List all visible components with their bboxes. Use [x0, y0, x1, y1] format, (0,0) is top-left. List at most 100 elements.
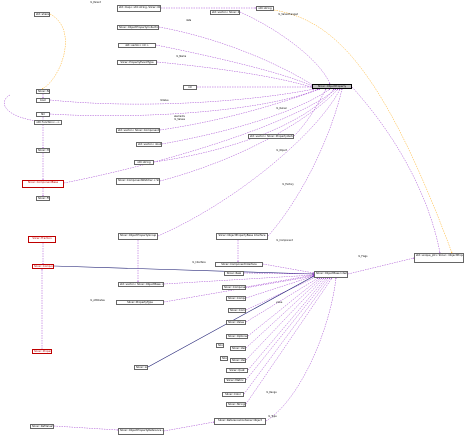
node-prop-group[interactable]: Slicer::ObjectPropertyGroup < Slicer::Pr… — [118, 233, 158, 240]
node-object-array[interactable]: std::vector< int > — [118, 43, 156, 48]
node-collection[interactable]: Slicer::ObjectPropertyCollection — [117, 25, 159, 30]
node-bottom2[interactable]: Slicer::ObjectPropertyReference < ... > — [118, 428, 164, 435]
edge-26 — [247, 277, 327, 371]
edge-22 — [245, 277, 319, 323]
edge-label: m_Component — [276, 239, 293, 242]
edge-25 — [245, 277, 325, 361]
node-left-big[interactable]: Slicer::PropertyRange — [32, 349, 52, 354]
node-comp-watcher[interactable]: Slicer::ComponentWatcher < Slicer::Compo… — [116, 178, 160, 185]
node-nil[interactable]: Nil — [36, 112, 50, 117]
node-string[interactable]: std::string — [256, 6, 274, 11]
node-component-list2[interactable]: Slicer::ComponentList — [228, 308, 246, 313]
node-editor-opts[interactable]: Slicer::Options — [226, 334, 248, 339]
node-float[interactable]: Slicer::Real — [224, 271, 244, 276]
edge-32 — [53, 425, 119, 431]
node-vec-prop[interactable]: std::vector< Slicer::Property > — [210, 10, 240, 15]
node-str-base[interactable]: Slicer::StringBase — [226, 402, 246, 407]
edge-24 — [245, 277, 323, 349]
edge-21 — [245, 276, 317, 311]
edge-label: mValue — [160, 99, 169, 102]
edge-label: m_Range — [266, 391, 277, 394]
node-left-low[interactable]: Slicer::Handle — [36, 148, 50, 153]
edge-label: m_Owner — [276, 107, 287, 110]
edge-label: m_Attributes — [90, 299, 105, 302]
edge-1 — [273, 9, 453, 254]
edge-label: elements m_Values — [174, 115, 185, 121]
edge-29 — [245, 277, 333, 405]
node-left-btm[interactable]: Slicer::Flags — [36, 196, 50, 201]
edge-16 — [53, 265, 315, 275]
edge-7 — [49, 88, 319, 116]
edge-30 — [265, 277, 337, 422]
edge-2 — [158, 26, 315, 87]
node-array-vec[interactable]: std::vector< double > — [136, 142, 162, 147]
node-interface[interactable]: Slicer::ComponentInterface — [215, 262, 263, 267]
edge-group — [4, 7, 453, 432]
edge-19 — [245, 274, 315, 288]
edge-40 — [41, 13, 66, 90]
node-bool[interactable]: bool — [36, 98, 50, 103]
node-fraction[interactable]: Slicer::Fraction — [28, 236, 56, 243]
edge-label: m_Flags — [358, 255, 368, 258]
node-enum-base[interactable]: Slicer::EnumBase — [220, 356, 228, 361]
edge-12 — [63, 88, 337, 184]
edge-label: m_Type — [268, 415, 277, 418]
node-main[interactable]: Slicer::ObjectBase Interface — [314, 271, 348, 278]
edge-8 — [159, 88, 321, 131]
node-quat[interactable]: Slicer::Quat — [226, 368, 248, 373]
edge-38 — [351, 86, 441, 254]
node-comp-base[interactable]: Slicer::ComponentBase — [22, 180, 64, 188]
node-component-attr[interactable]: Slicer::ComponentAttribute — [226, 296, 246, 301]
edge-label: m_ValueChanged — [278, 13, 298, 16]
edge-18 — [243, 272, 315, 275]
node-bottom3[interactable]: Slicer::ReferenceContainer Object — [214, 418, 266, 425]
node-matrix[interactable]: Slicer::Matrix — [224, 378, 246, 383]
node-vec2[interactable]: Slicer::Vec2 — [230, 358, 246, 363]
edge-13 — [159, 88, 339, 182]
edge-39 — [239, 11, 331, 85]
edge-6 — [49, 88, 315, 105]
node-color[interactable]: Slicer::Color — [222, 392, 244, 397]
node-str-vec[interactable]: std::string — [134, 160, 154, 165]
edge-17 — [262, 263, 315, 274]
node-shared[interactable]: std::shared_ptr< ... > — [34, 12, 50, 17]
node-slicer-property[interactable]: Slicer::PropertyEventType — [117, 60, 157, 65]
node-root[interactable]: Slicer::ObjectProperty — [312, 84, 352, 89]
node-obj-vec[interactable]: std::vector< Slicer::ObjectBase > — [118, 282, 164, 287]
edge-label: m_Name — [176, 55, 187, 58]
node-right[interactable]: std::unique_ptr< Slicer:: ObjectProperty… — [414, 253, 464, 263]
node-component[interactable]: Slicer::Component — [32, 264, 54, 269]
edge-15 — [267, 88, 343, 237]
edge-label: m_Parent — [90, 1, 101, 4]
node-ref-base[interactable]: Slicer::Reference — [216, 343, 224, 348]
edge-28 — [243, 277, 331, 395]
node-slicer-val[interactable]: Slicer::Value — [226, 320, 246, 325]
edge-37 — [347, 257, 415, 275]
edge-label: m_Factory — [282, 183, 294, 186]
node-left-big2[interactable]: Slicer::PropertyType — [116, 300, 164, 305]
node-map[interactable]: std::map< std::string, Slicer::ObjectPro… — [117, 5, 161, 12]
node-vec3[interactable]: Slicer::Vec3 — [230, 346, 246, 351]
node-property-obj[interactable]: Slicer::ObjectPropertyBase Interface — [216, 233, 268, 240]
node-list-base[interactable]: Slicer::ListBase — [134, 365, 148, 370]
node-undef[interactable]: std::function<...> — [34, 120, 62, 125]
node-left-mid[interactable]: Slicer::Name — [36, 89, 50, 94]
edge-23 — [247, 277, 321, 337]
edge-9 — [293, 88, 327, 137]
edge-label: m_Interface — [192, 261, 206, 264]
node-component-vector[interactable]: std::vector< Slicer::PropertyVector > — [248, 134, 294, 139]
edge-3 — [155, 44, 315, 88]
edge-34 — [163, 274, 315, 285]
edge-14 — [157, 88, 341, 237]
node-int[interactable]: int — [183, 85, 197, 90]
edge-31 — [163, 421, 215, 432]
node-factory[interactable]: Slicer::ComponentFactory — [222, 285, 246, 290]
edge-label: m_Object — [276, 149, 287, 152]
edge-20 — [245, 275, 315, 299]
node-bottom1[interactable]: Slicer::RefValueType — [30, 424, 54, 429]
node-component-list[interactable]: std::vector< Slicer::Component > — [116, 128, 160, 133]
edge-4 — [156, 61, 315, 89]
edge-label: data — [186, 19, 192, 22]
edge-10 — [161, 88, 331, 145]
